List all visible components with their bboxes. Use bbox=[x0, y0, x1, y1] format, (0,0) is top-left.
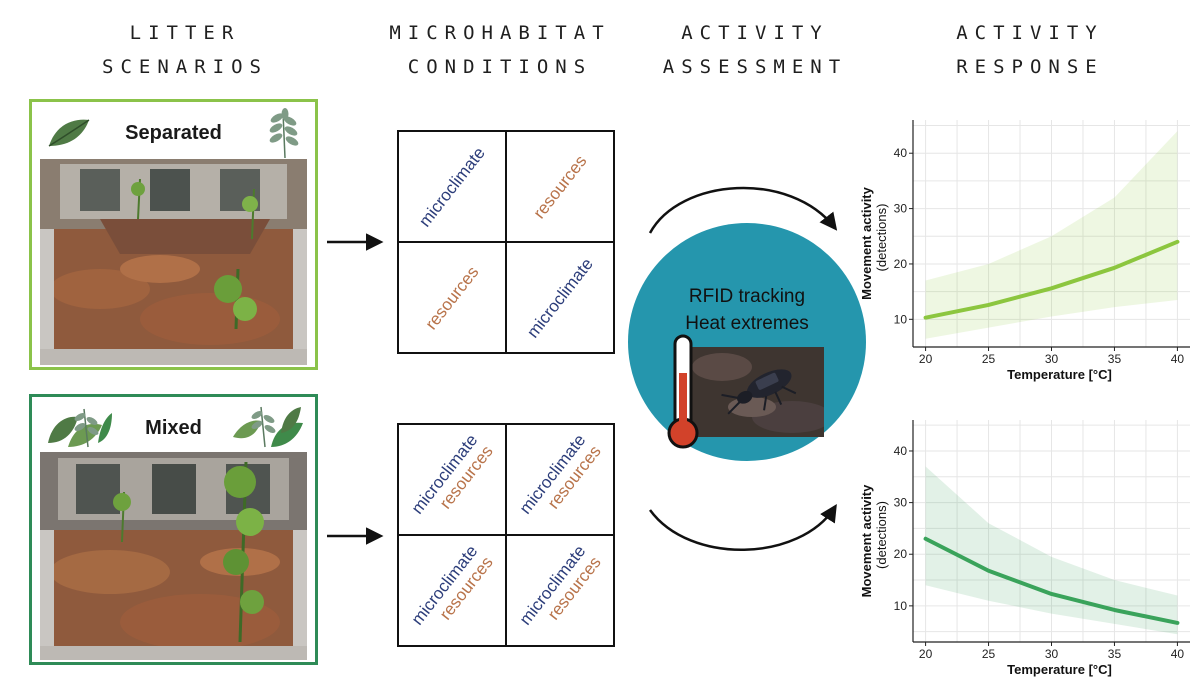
confidence-band bbox=[925, 466, 1178, 635]
oak-leaf-icon bbox=[48, 119, 90, 147]
x-axis-label: Temperature [°C] bbox=[1007, 367, 1112, 382]
x-tick-label: 30 bbox=[1045, 647, 1059, 661]
assessment-text: RFID tracking Heat extremes bbox=[628, 283, 866, 337]
y-axis-sublabel: (detections) bbox=[874, 204, 889, 272]
header-assess-line1: ACTIVITY bbox=[681, 22, 829, 44]
separated-mesocosm-photo bbox=[40, 159, 307, 365]
condition-cell: microclimate resources bbox=[399, 535, 506, 645]
ash-leaf-icon bbox=[269, 108, 299, 159]
header-litter-scenarios: LITTER SCENARIOS bbox=[70, 16, 300, 84]
header-assess-line2: ASSESSMENT bbox=[662, 56, 848, 78]
assessment-circle: RFID tracking Heat extremes bbox=[628, 223, 866, 461]
mixed-leaves-icon-left bbox=[48, 408, 112, 448]
header-activity-assessment: ACTIVITY ASSESSMENT bbox=[645, 16, 865, 84]
condition-cell: microclimate resources bbox=[506, 425, 613, 535]
x-tick-label: 40 bbox=[1171, 647, 1185, 661]
header-litter-line1: LITTER bbox=[129, 22, 241, 44]
y-axis-sublabel: (detections) bbox=[874, 501, 889, 569]
header-response-line2: RESPONSE bbox=[956, 56, 1104, 78]
arrow-curve-top bbox=[648, 186, 838, 234]
scenario-title-mixed: Mixed bbox=[145, 417, 202, 439]
y-tick-label: 20 bbox=[894, 547, 908, 561]
x-tick-label: 25 bbox=[982, 647, 996, 661]
x-tick-label: 40 bbox=[1171, 352, 1185, 366]
y-tick-label: 10 bbox=[894, 312, 908, 326]
mixed-leaves-icon-right bbox=[233, 406, 303, 448]
header-activity-response: ACTIVITY RESPONSE bbox=[920, 16, 1140, 84]
scenario-title-separated: Separated bbox=[125, 122, 222, 144]
condition-cell: microclimate resources bbox=[506, 535, 613, 645]
y-tick-label: 20 bbox=[894, 257, 908, 271]
x-axis-label: Temperature [°C] bbox=[1007, 662, 1112, 677]
condition-cell: resources bbox=[399, 242, 506, 352]
x-tick-label: 20 bbox=[919, 352, 933, 366]
scenario-panel-mixed: Mixed bbox=[29, 394, 318, 665]
condition-cell: microclimate resources bbox=[399, 425, 506, 535]
x-tick-label: 20 bbox=[919, 647, 933, 661]
x-tick-label: 30 bbox=[1045, 352, 1059, 366]
assessment-line-rfid: RFID tracking bbox=[688, 286, 806, 307]
y-axis-label: Movement activity bbox=[859, 484, 874, 597]
y-tick-label: 40 bbox=[894, 444, 908, 458]
conditions-grid-mixed: microclimate resources microclimate reso… bbox=[397, 423, 615, 647]
x-tick-label: 35 bbox=[1108, 352, 1122, 366]
assessment-line-heat: Heat extremes bbox=[685, 313, 809, 334]
condition-cell: resources bbox=[506, 132, 613, 242]
arrow-curve-bottom bbox=[648, 504, 837, 551]
x-tick-label: 35 bbox=[1108, 647, 1122, 661]
x-tick-label: 25 bbox=[982, 352, 996, 366]
mixed-mesocosm-photo bbox=[40, 452, 307, 660]
header-response-line1: ACTIVITY bbox=[956, 22, 1104, 44]
thermometer-icon bbox=[667, 334, 699, 449]
condition-cell: microclimate bbox=[399, 132, 506, 242]
y-axis-label: Movement activity bbox=[859, 186, 874, 299]
header-micro-line1: MICROHABITAT bbox=[389, 22, 611, 44]
scenario-panel-separated: Separated bbox=[29, 99, 318, 370]
condition-cell: microclimate bbox=[506, 242, 613, 352]
conditions-grid-separated: microclimate resources resources microcl… bbox=[397, 130, 615, 354]
confidence-band bbox=[925, 131, 1178, 339]
beetle-photo bbox=[692, 347, 824, 437]
header-micro-line2: CONDITIONS bbox=[407, 56, 593, 78]
y-tick-label: 40 bbox=[894, 146, 908, 160]
y-tick-label: 10 bbox=[894, 599, 908, 613]
header-litter-line2: SCENARIOS bbox=[102, 56, 268, 78]
y-tick-label: 30 bbox=[894, 496, 908, 510]
header-microhabitat-conditions: MICROHABITAT CONDITIONS bbox=[375, 16, 625, 84]
y-tick-label: 30 bbox=[894, 202, 908, 216]
